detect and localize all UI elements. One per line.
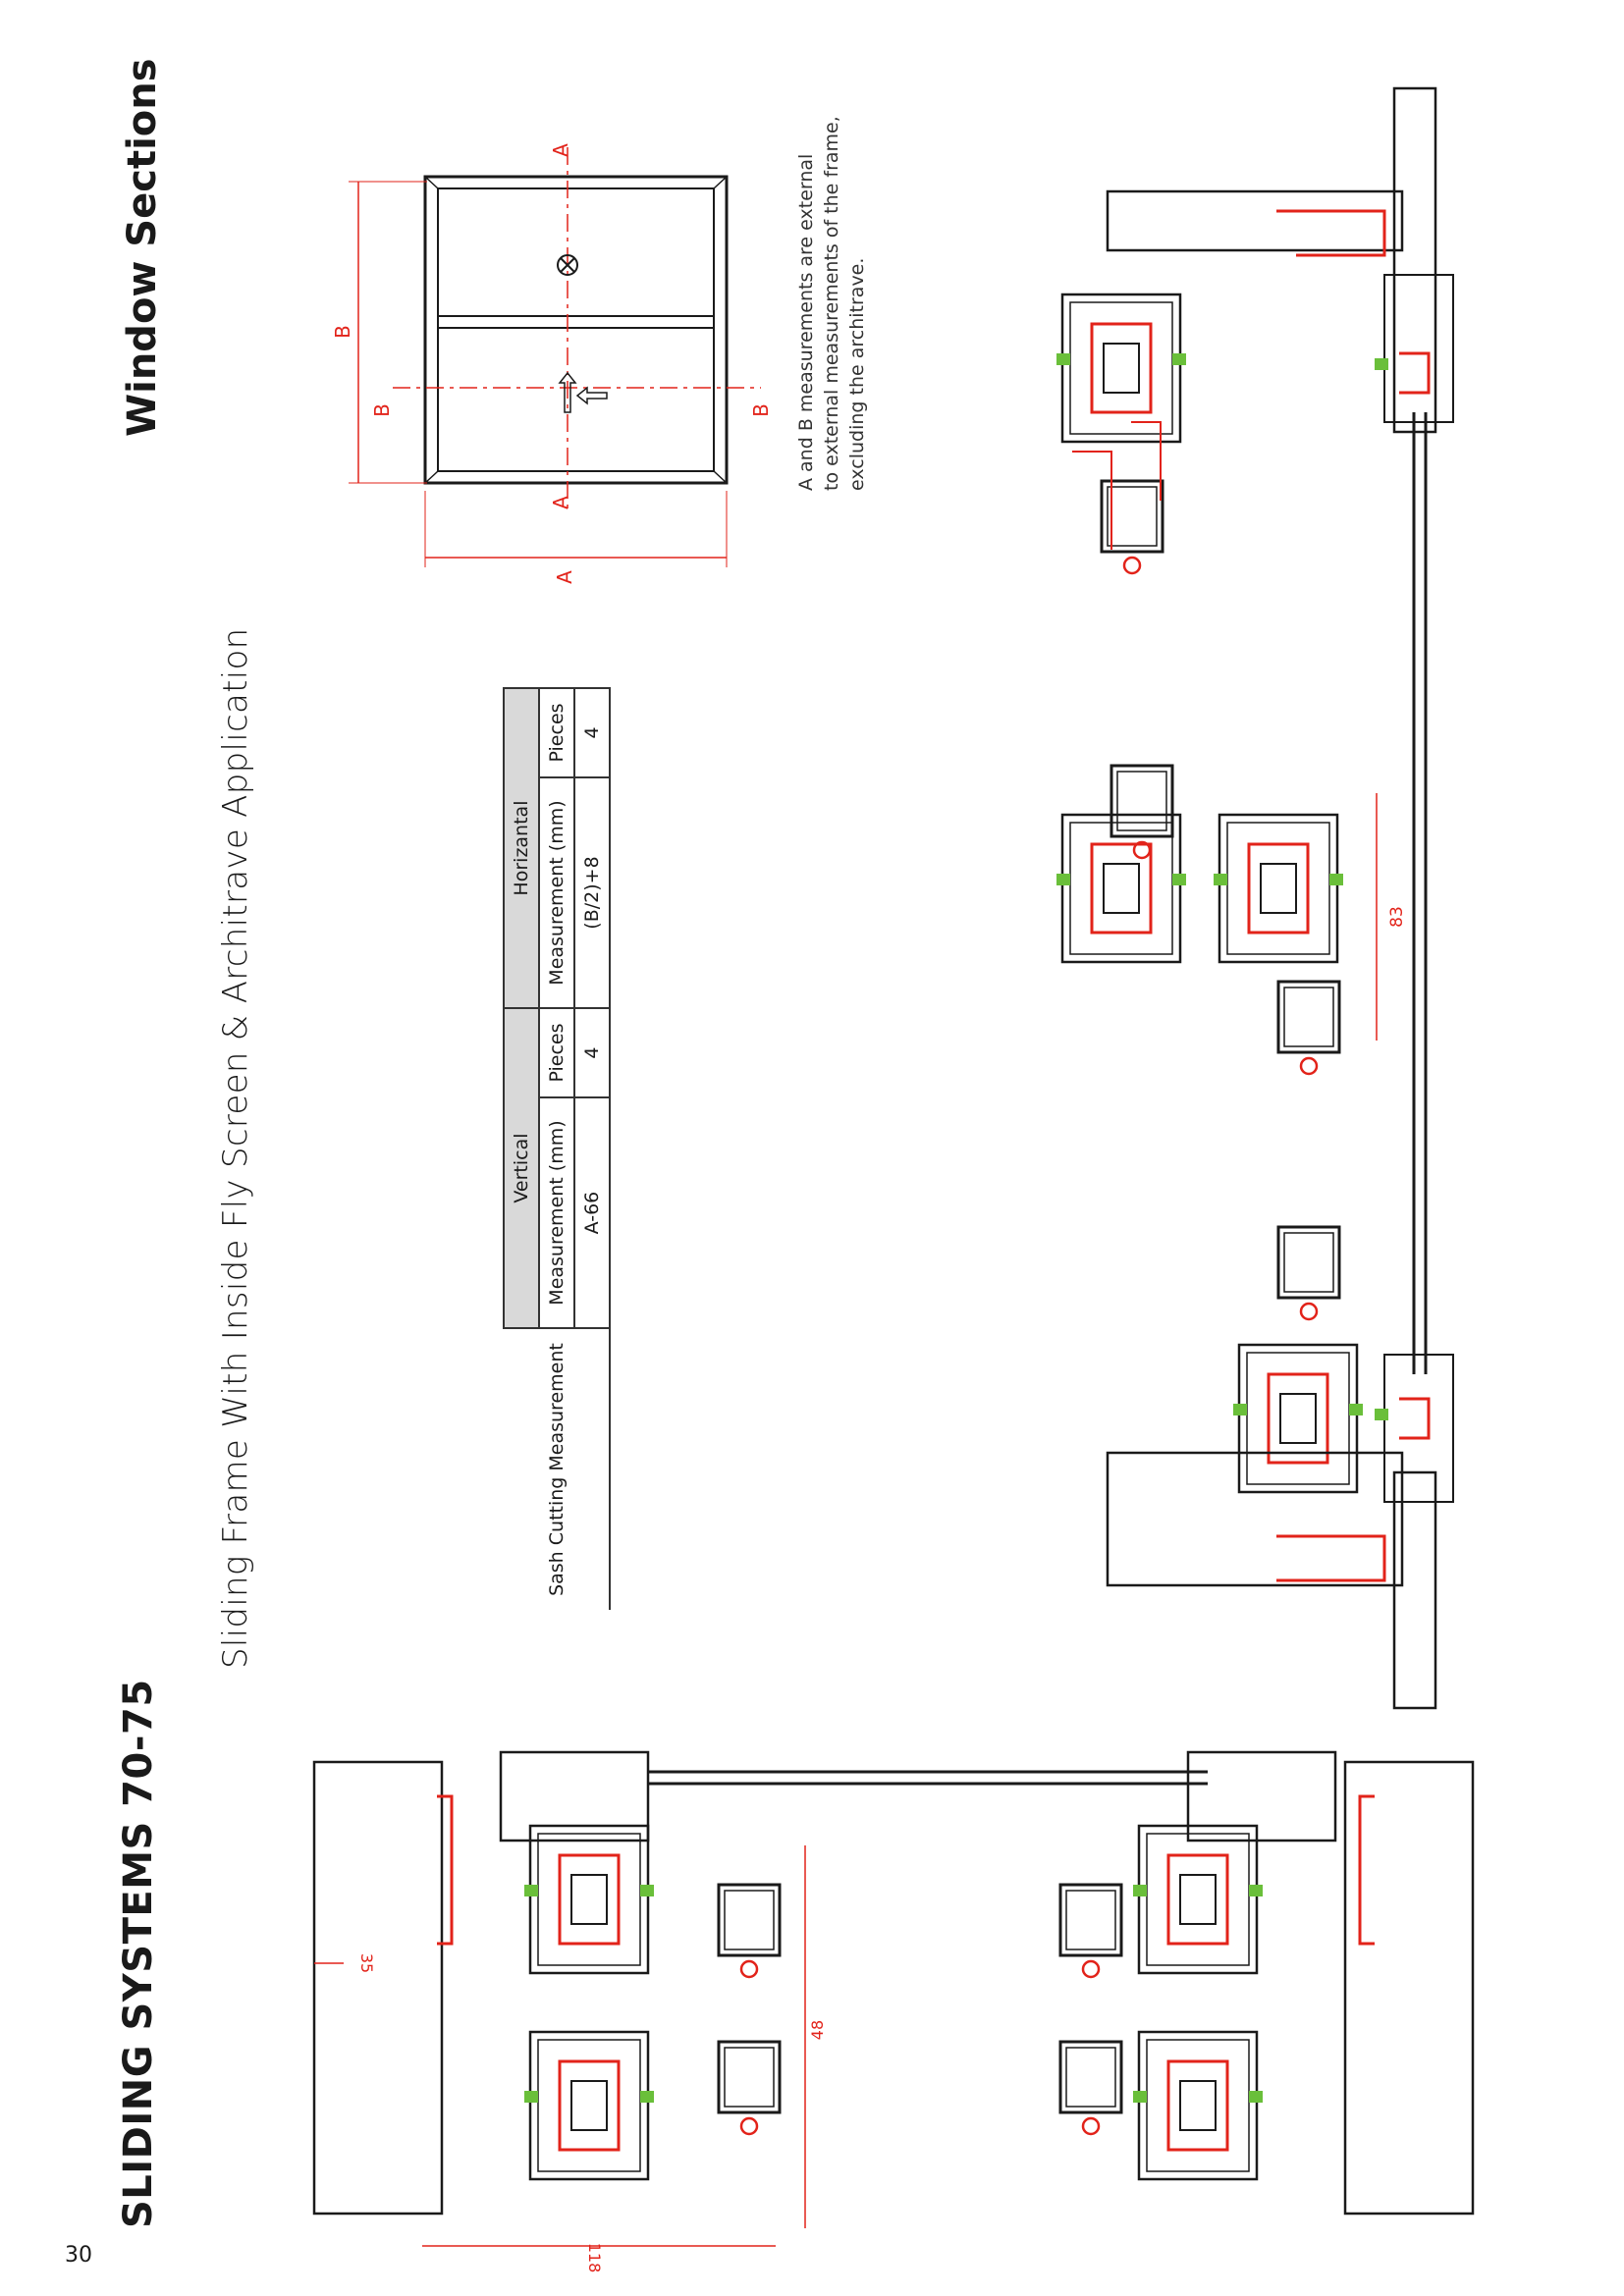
section-right: [1055, 86, 1454, 1710]
label-b-height: B: [331, 325, 354, 339]
label-a-top: A: [549, 143, 572, 157]
label-a-width: A: [553, 570, 576, 584]
page-number: 30: [65, 2243, 92, 2268]
dim-83: 83: [1387, 906, 1407, 928]
label-b-right: B: [749, 403, 773, 417]
section-bottom: [312, 1750, 1475, 2247]
dim-48: 48: [808, 2020, 827, 2040]
label-b-left: B: [370, 403, 394, 417]
dim-118: 118: [585, 2243, 604, 2273]
label-a-bottom: A: [549, 496, 572, 509]
window-elevation: [349, 147, 761, 567]
dim-35: 35: [357, 1953, 376, 1973]
